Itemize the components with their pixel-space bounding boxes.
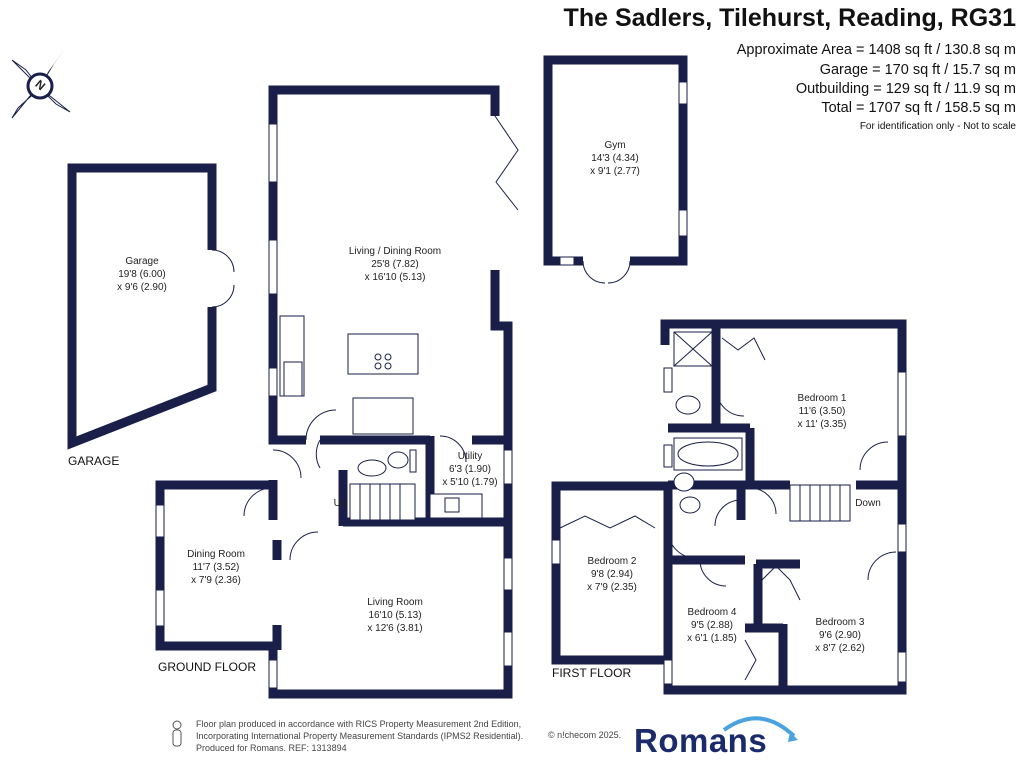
ground-floor-outline [155,85,519,699]
room-dimension: x 6'1 (1.85) [687,633,737,644]
room-dimension: x 11' (3.35) [797,419,847,430]
floor-label-first: FIRST FLOOR [552,666,632,680]
total-area: Total = 1707 sq ft / 158.5 sq m [821,100,1016,116]
room-dimension: 9'6 (2.90) [819,630,861,641]
room-dimension: x 7'9 (2.35) [587,582,637,593]
room-name: Utility [457,451,483,462]
gym-outline [543,55,688,284]
room-name: Garage [125,256,159,267]
footer-line: Incorporating International Property Mea… [196,731,524,741]
room-dimension: x 9'6 (2.90) [117,282,167,293]
stairs-ground [349,483,416,521]
property-title: The Sadlers, Tilehurst, Reading, RG31 [563,4,1016,32]
stairs-up-label: Up [333,498,347,509]
room-dimension: x 12'6 (3.81) [367,623,423,634]
stairs-down-label: Down [855,498,881,509]
room-dimension: 9'8 (2.94) [591,569,633,580]
room-dimension: 14'3 (4.34) [591,153,639,164]
first-floor-outline [551,319,907,695]
disclaimer: For identification only - Not to scale [859,121,1016,132]
floor-label-ground: GROUND FLOOR [158,660,257,674]
garage-outline [67,163,235,450]
room-dimension: 16'10 (5.13) [368,610,422,621]
room-label-living-dining: Living / Dining Room 25'8 (7.82) x 16'10… [325,245,465,284]
room-dimension: 11'7 (3.52) [192,562,240,573]
room-label-bedroom4: Bedroom 4 9'5 (2.88) x 6'1 (1.85) [670,606,754,645]
stairs-first [789,484,851,522]
room-name: Gym [604,140,626,151]
room-name: Bedroom 4 [687,607,737,618]
room-name: Bedroom 1 [797,393,847,404]
room-dimension: x 8'7 (2.62) [815,643,865,654]
room-name: Bedroom 2 [587,556,637,567]
room-label-bedroom2: Bedroom 2 9'8 (2.94) x 7'9 (2.35) [562,555,662,594]
room-label-garage: Garage 19'8 (6.00) x 9'6 (2.90) [92,255,192,294]
romans-logo: Romans [634,722,768,759]
room-dimension: 9'5 (2.88) [691,620,733,631]
approximate-area: Approximate Area = 1408 sq ft / 130.8 sq… [736,42,1016,58]
footer-line: Produced for Romans. REF: 1313894 [196,743,347,753]
room-dimension: x 5'10 (1.79) [442,477,498,488]
room-dimension: 19'8 (6.00) [118,269,166,280]
copyright: © n!checom 2025. [548,730,622,740]
room-dimension: 11'6 (3.50) [798,406,846,417]
room-name: Dining Room [187,549,245,560]
room-dimension: x 9'1 (2.77) [590,166,640,177]
room-label-dining: Dining Room 11'7 (3.52) x 7'9 (2.36) [166,548,266,587]
outbuilding-area: Outbuilding = 129 sq ft / 11.9 sq m [795,81,1016,97]
room-name: Living / Dining Room [348,246,442,257]
room-name: Living Room [367,597,423,608]
room-label-utility: Utility 6'3 (1.90) x 5'10 (1.79) [430,450,510,489]
room-dimension: x 7'9 (2.36) [191,575,241,586]
floor-label-garage: GARAGE [68,454,120,468]
room-label-bedroom3: Bedroom 3 9'6 (2.90) x 8'7 (2.62) [790,616,890,655]
garage-area: Garage = 170 sq ft / 15.7 sq m [819,62,1016,78]
footer-line: Floor plan produced in accordance with R… [196,719,522,729]
footer-notes: Floor plan produced in accordance with R… [196,718,523,754]
person-scale-icon [172,720,182,747]
room-dimension: 25'8 (7.82) [371,259,419,270]
room-label-gym: Gym 14'3 (4.34) x 9'1 (2.77) [565,139,665,178]
room-dimension: 6'3 (1.90) [449,464,491,475]
room-label-living: Living Room 16'10 (5.13) x 12'6 (3.81) [345,596,445,635]
room-label-bedroom1: Bedroom 1 11'6 (3.50) x 11' (3.35) [772,392,872,431]
logo-arc-icon [722,716,798,742]
room-dimension: x 16'10 (5.13) [364,272,426,283]
compass-icon [11,50,71,119]
room-name: Bedroom 3 [815,617,865,628]
